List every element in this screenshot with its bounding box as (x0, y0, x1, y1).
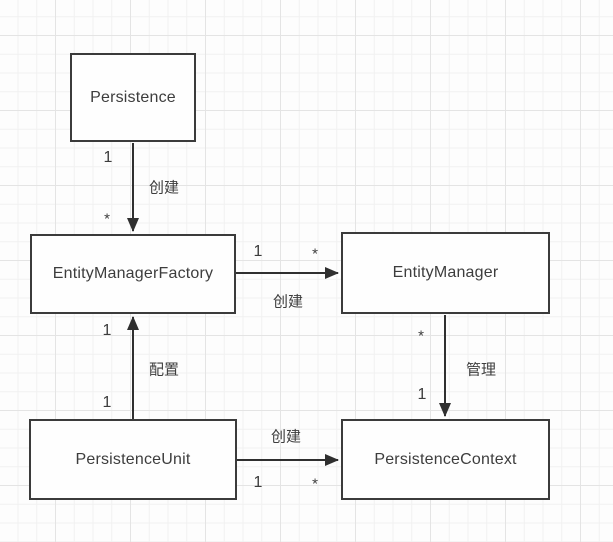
node-entitymanager-label: EntityManager (392, 264, 499, 281)
edge1-label: 创建 (272, 293, 304, 311)
edge4-source-multiplicity: 1 (253, 474, 263, 491)
edge1-target-multiplicity: * (312, 245, 318, 263)
edge3-source-multiplicity: * (418, 327, 424, 345)
node-entitymanagerfactory-label: EntityManagerFactory (52, 265, 214, 282)
node-persistenceunit[interactable]: PersistenceUnit (29, 419, 237, 500)
edge0-source-multiplicity: 1 (103, 149, 113, 166)
edge0-label: 创建 (148, 179, 180, 197)
node-persistencecontext-label: PersistenceContext (374, 450, 517, 468)
node-persistencecontext[interactable]: PersistenceContext (341, 419, 550, 500)
node-persistenceunit-label: PersistenceUnit (75, 450, 191, 468)
edge4-label: 创建 (270, 428, 302, 446)
node-persistence-label: Persistence (90, 88, 176, 106)
edge4-target-multiplicity: * (312, 475, 318, 493)
edge1-source-multiplicity: 1 (253, 243, 263, 260)
edge3-label: 管理 (465, 361, 497, 379)
node-entitymanager[interactable]: EntityManager (341, 232, 550, 314)
edge2-target-multiplicity: 1 (102, 322, 112, 339)
edge3-target-multiplicity: 1 (417, 386, 427, 403)
node-entitymanagerfactory[interactable]: EntityManagerFactory (30, 234, 236, 314)
node-persistence[interactable]: Persistence (70, 53, 196, 142)
edge2-label: 配置 (148, 361, 180, 379)
edge0-target-multiplicity: * (104, 210, 110, 228)
edge2-source-multiplicity: 1 (102, 394, 112, 411)
